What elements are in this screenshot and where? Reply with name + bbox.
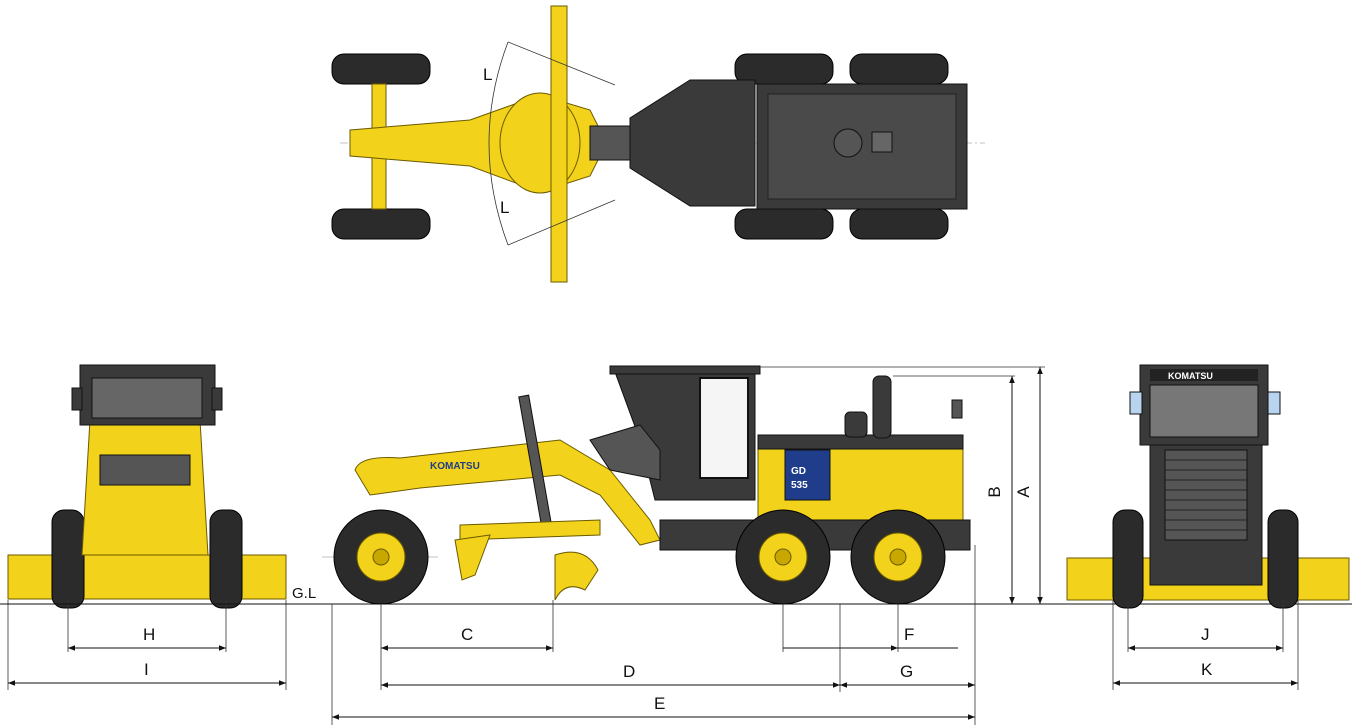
front-blade [7, 554, 287, 600]
label-L-upper: L [483, 65, 492, 84]
front-mirror-right [211, 387, 223, 411]
side-scarifier [454, 534, 491, 581]
label-L-lower: L [500, 198, 509, 217]
side-cab-roof [609, 365, 761, 375]
top-blade [550, 5, 568, 283]
rear-tire-right [1267, 509, 1299, 609]
side-view: G.L KOMATSU GD 535 [0, 365, 1352, 725]
label-ground-line: G.L [292, 585, 316, 602]
side-model-bottom: 535 [791, 480, 808, 491]
label-J: J [1201, 625, 1210, 644]
side-moldboard [554, 551, 599, 601]
label-K: K [1201, 660, 1213, 679]
label-B: B [985, 486, 1004, 497]
rear-mirror-left [1129, 391, 1143, 415]
side-brand-decal: KOMATSU [430, 461, 480, 472]
top-circle [499, 92, 581, 194]
top-cab [629, 79, 756, 207]
front-grille [99, 454, 191, 486]
side-air-cleaner [844, 411, 868, 438]
top-articulation [589, 125, 631, 161]
top-front-tire-right [331, 208, 431, 240]
front-tire-left [51, 509, 85, 609]
front-mirror-left [71, 387, 83, 411]
label-G: G [900, 662, 913, 681]
label-F: F [904, 625, 914, 644]
label-H: H [143, 625, 155, 644]
side-seat-console [589, 424, 661, 481]
label-A: A [1014, 486, 1033, 498]
side-model-top: GD [791, 466, 806, 477]
top-view: L L [331, 5, 985, 283]
label-C: C [461, 625, 473, 644]
rear-mirror-right [1267, 391, 1281, 415]
top-rear-tire-2 [849, 53, 949, 85]
side-exhaust-stack [872, 375, 892, 439]
rear-radiator-grille [1164, 449, 1248, 541]
front-view: H I [7, 364, 287, 690]
rear-brand-decal: KOMATSU [1168, 371, 1213, 381]
top-rear-tire-4 [849, 208, 949, 240]
label-I: I [144, 660, 149, 679]
front-tire-right [209, 509, 243, 609]
front-body [81, 419, 209, 556]
side-mirror [951, 399, 963, 419]
top-front-tire-left [331, 53, 431, 85]
rear-tire-left [1112, 509, 1144, 609]
top-rear-tire-3 [734, 208, 834, 240]
rear-view: KOMATSU J K [1066, 364, 1350, 690]
side-drawbar [459, 519, 601, 541]
label-E: E [654, 694, 665, 713]
label-D: D [623, 662, 635, 681]
